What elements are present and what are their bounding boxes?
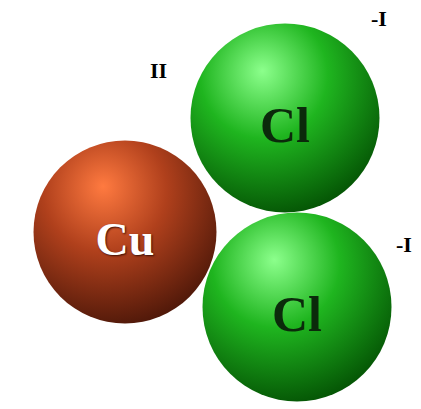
atom-sphere — [34, 141, 217, 324]
chlorine-atom: Cl — [190, 23, 380, 213]
chlorine-atom: Cl — [202, 212, 392, 402]
oxidation-number: II — [150, 58, 167, 84]
oxidation-number: -I — [371, 6, 387, 32]
atom-sphere — [203, 213, 392, 402]
element-symbol: Cl — [272, 285, 322, 343]
atom-sphere — [191, 24, 380, 213]
oxidation-number: -I — [396, 232, 412, 258]
element-symbol: Cu — [96, 213, 155, 266]
element-symbol: Cl — [260, 96, 310, 154]
copper-atom: Cu — [33, 140, 217, 324]
